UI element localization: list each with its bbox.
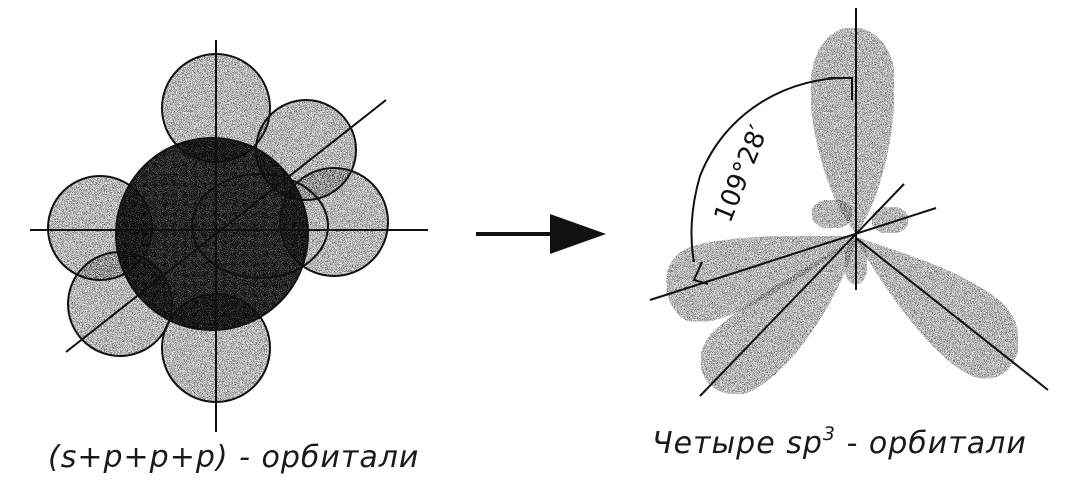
sp3-caption-superscript: 3: [823, 423, 836, 445]
sp3-lobe-lower-right: [856, 238, 1018, 378]
sp3-caption-prefix: Четыре sp: [652, 426, 823, 461]
unhybridized-caption: (s+p+p+p) - орбитали: [48, 440, 419, 475]
back-lobe-left: [812, 200, 852, 228]
bond-angle-label: 109°28′: [709, 121, 775, 227]
sp3-caption-suffix: - орбитали: [836, 426, 1027, 461]
sp3-caption: Четыре sp3 - орбитали: [652, 426, 1027, 461]
unhybridized-orbitals: [30, 40, 428, 432]
sp3-orbitals: 109°28′: [650, 8, 1048, 396]
